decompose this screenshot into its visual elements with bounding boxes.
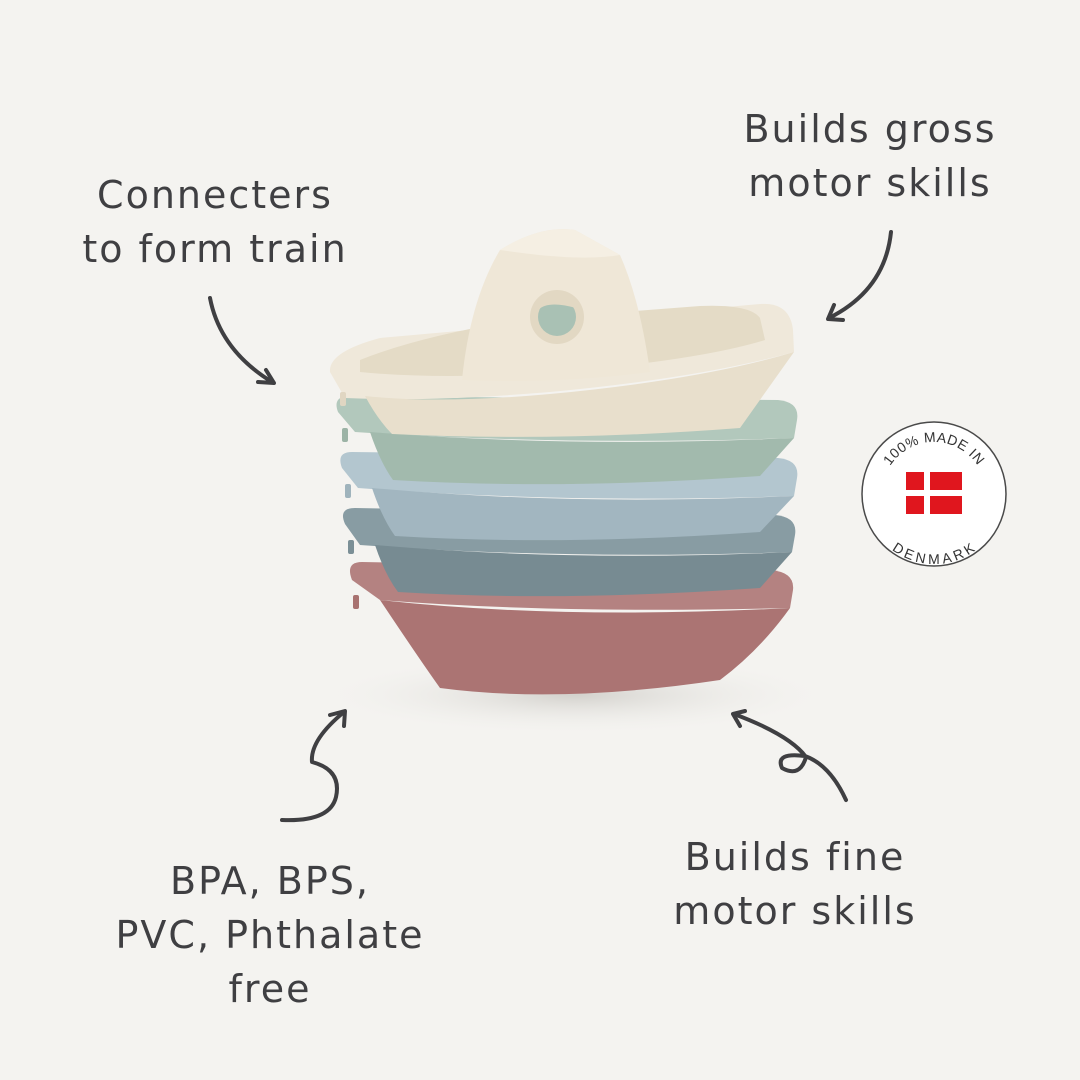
arrow-connecters-icon [208,296,276,385]
materials-label: BPA, BPS, PVC, Phthalate free [85,854,455,1016]
fine-motor-label-line2: motor skills [673,889,917,933]
gross-motor-label-line1: Builds gross [743,107,997,151]
connecters-label-line1: Connecters [97,173,333,217]
materials-label-line3: free [228,967,312,1011]
arrow-gross-motor-icon [826,230,893,322]
materials-label-line2: PVC, Phthalate [115,913,425,957]
arrow-materials-icon [280,709,347,823]
gross-motor-label: Builds gross motor skills [720,102,1020,210]
fine-motor-label: Builds fine motor skills [650,830,940,938]
materials-label-line1: BPA, BPS, [170,859,370,903]
connecters-label: Connecters to form train [50,168,380,276]
denmark-flag-icon [906,472,962,514]
fine-motor-label-line1: Builds fine [684,835,906,879]
connecters-label-line2: to form train [82,227,348,271]
boat-cream [329,229,794,437]
arrow-fine-motor-icon [731,709,848,802]
gross-motor-label-line2: motor skills [748,161,992,205]
made-in-denmark-badge: 100% MADE IN DENMARK [861,421,1007,567]
